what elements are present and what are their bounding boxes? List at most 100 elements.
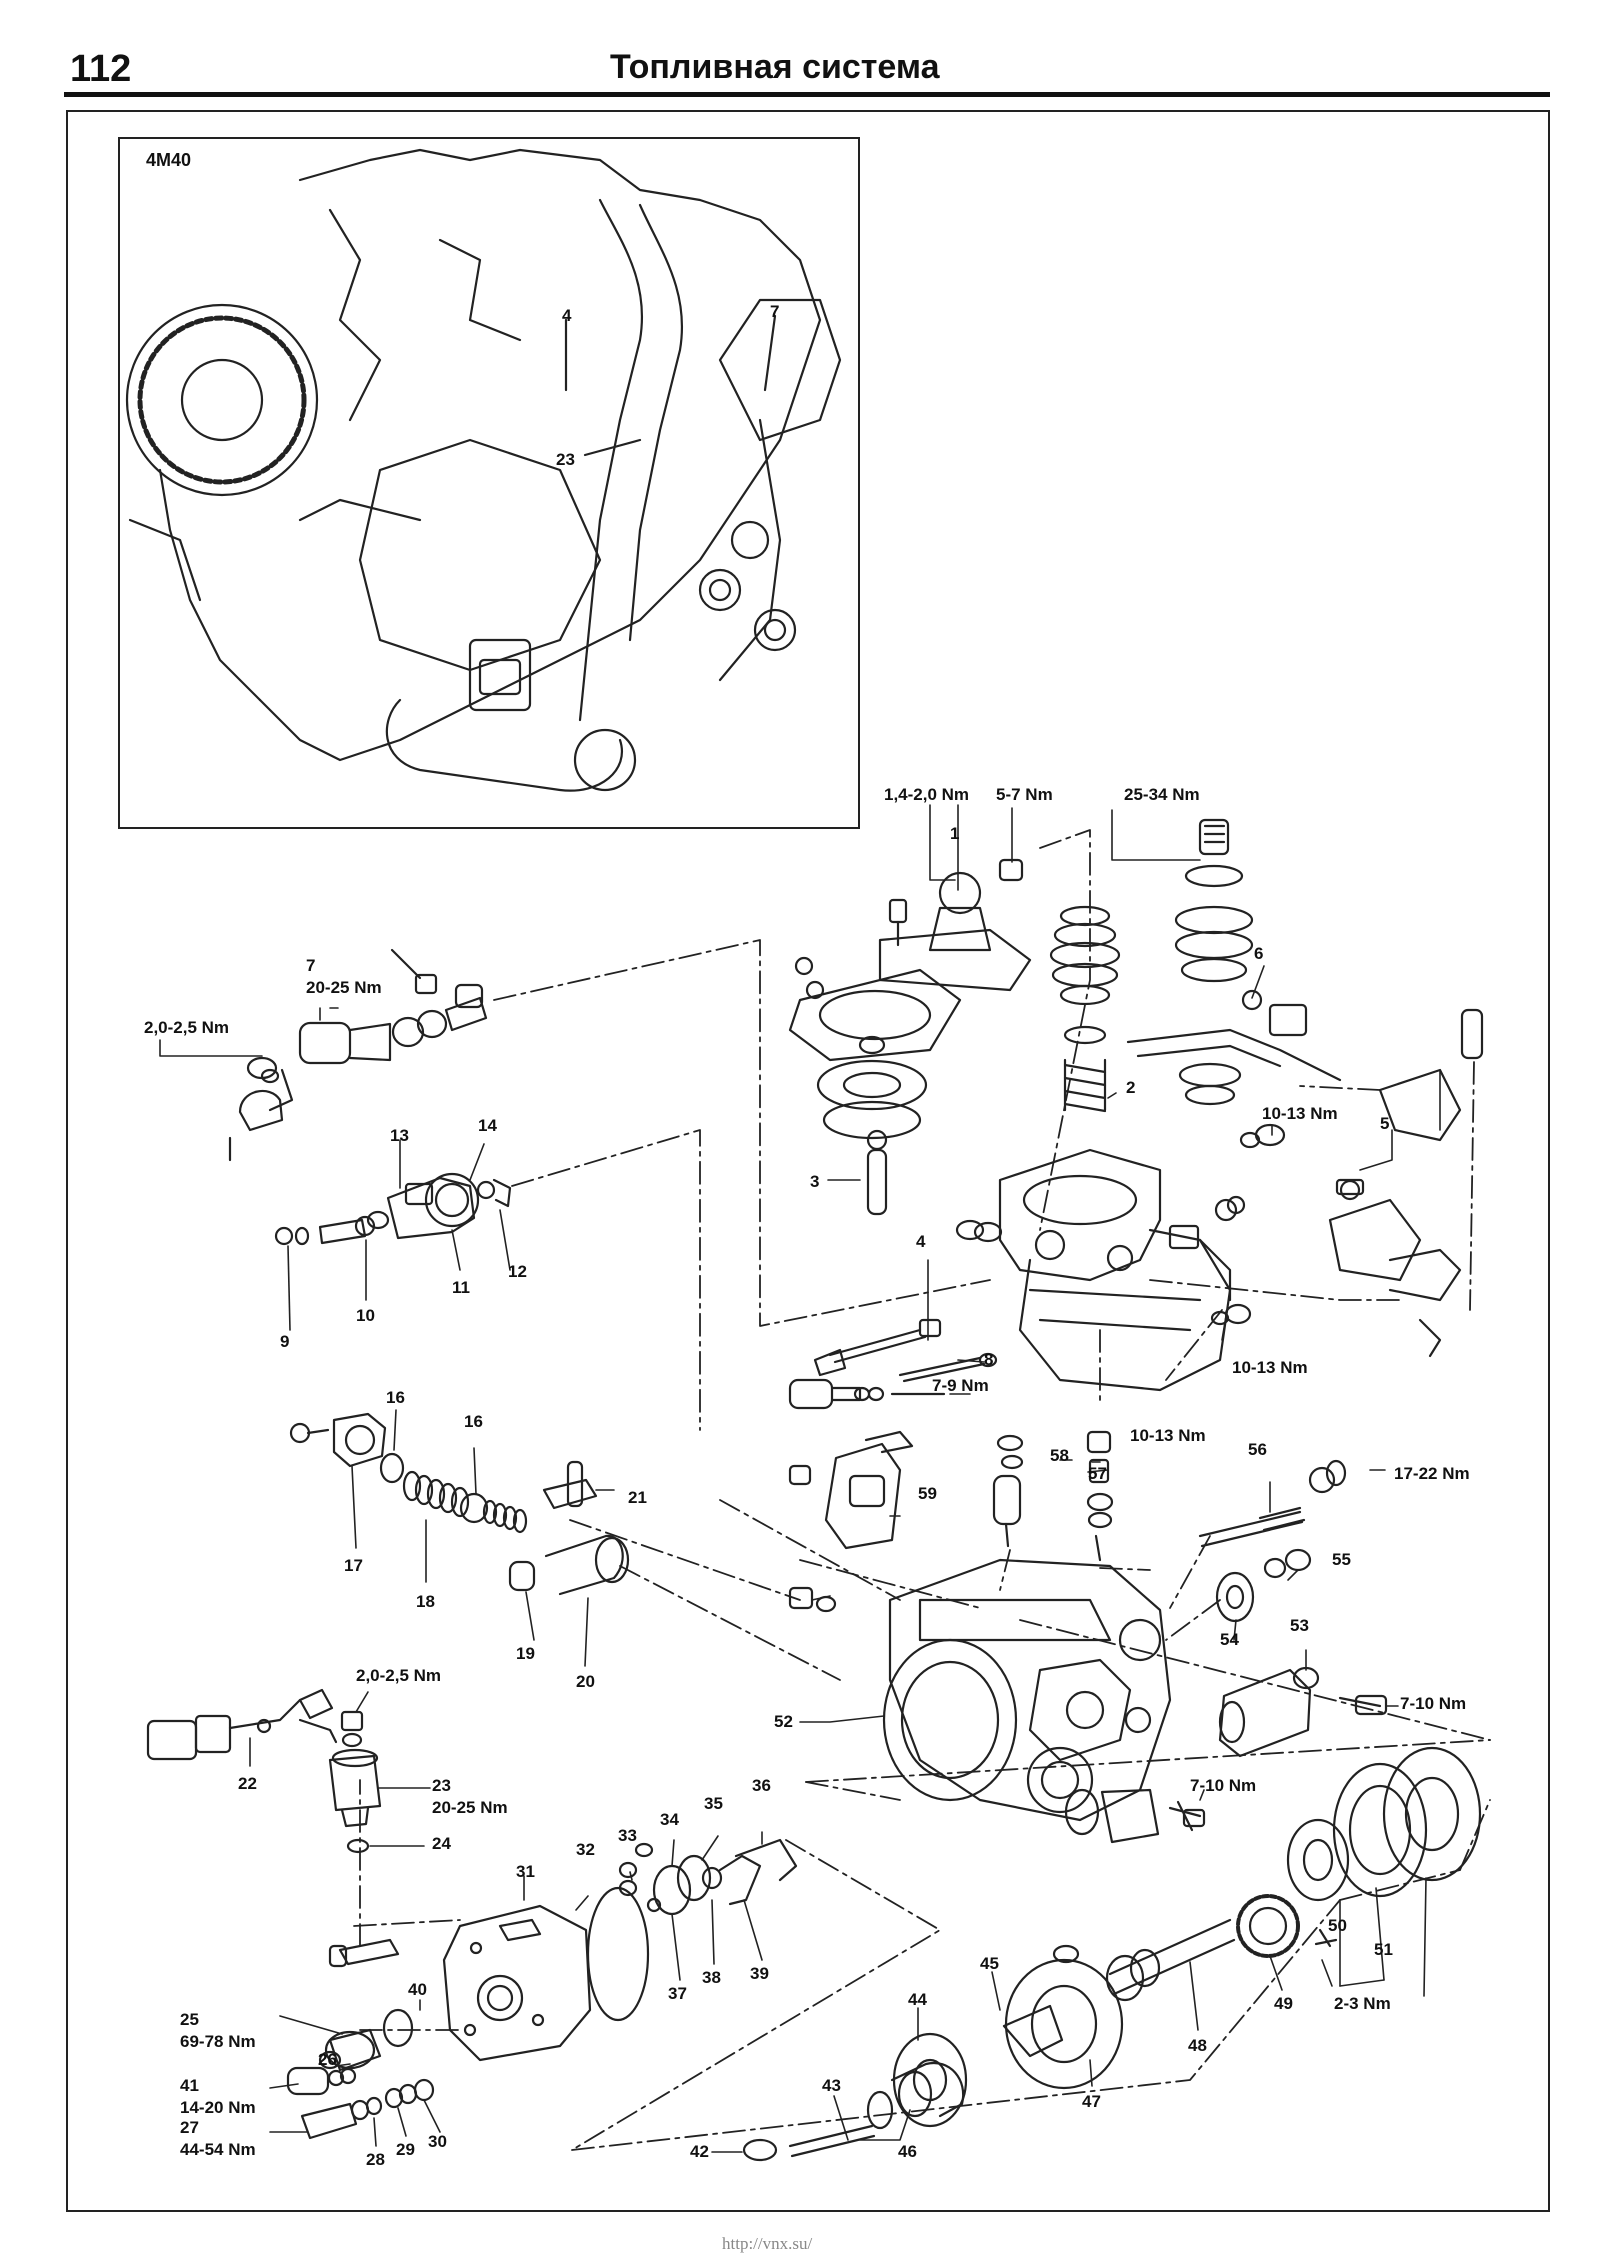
diagram-frame (66, 110, 1550, 2212)
part-number: 59 (918, 1484, 937, 1503)
part-number: 55 (1332, 1550, 1351, 1569)
part-number: 22 (238, 1774, 257, 1793)
part-number: 5 (1380, 1114, 1390, 1133)
part-number: 21 (628, 1488, 647, 1507)
part-number: 26 (318, 2050, 337, 2069)
part-number: 18 (416, 1592, 435, 1611)
part-number: 27 (180, 2118, 199, 2137)
part-number: 2 (1126, 1078, 1136, 1097)
part-number: 35 (704, 1794, 723, 1813)
torque-label: 2,0-2,5 Nm (144, 1018, 230, 1037)
engine-inset-frame (118, 137, 860, 829)
timer-piston-group (289, 1412, 630, 1596)
part-number: 29 (396, 2140, 415, 2159)
part-number: 44 (908, 1990, 927, 2009)
torque-label: 44-54 Nm (180, 2140, 256, 2159)
part-number: 50 (1328, 1916, 1347, 1935)
torque-label: 69-78 Nm (180, 2032, 256, 2051)
part-number: 40 (408, 1980, 427, 1999)
part-number: 23 (432, 1776, 451, 1795)
part-number: 4 (916, 1232, 926, 1251)
footer-url: http://vnx.su/ (722, 2234, 813, 2253)
part-number: 38 (702, 1968, 721, 1987)
torque-label: 5-7 Nm (996, 785, 1053, 804)
part-number: 12 (508, 1262, 527, 1281)
part-number: 16 (464, 1412, 483, 1431)
part-number: 1 (950, 824, 960, 843)
part-number: 33 (618, 1826, 637, 1845)
torque-label: 17-22 Nm (1394, 1464, 1470, 1483)
part-number: 52 (774, 1712, 793, 1731)
pump-housing-top (955, 1148, 1246, 1392)
part-number: 25 (180, 2010, 199, 2029)
part-number: 49 (1274, 1994, 1293, 2013)
torque-label: 10-13 Nm (1262, 1104, 1338, 1123)
part-number: 41 (180, 2076, 199, 2095)
torque-label: 20-25 Nm (432, 1798, 508, 1817)
governor-group (788, 818, 1484, 1358)
part-number: 57 (1088, 1464, 1107, 1483)
engine-illustration (125, 148, 842, 792)
part-number: 30 (428, 2132, 447, 2151)
torque-label: 1,4-2,0 Nm (884, 785, 970, 804)
part-number: 7 (306, 956, 316, 975)
part-number: 9 (280, 1332, 290, 1351)
part-number: 28 (366, 2150, 385, 2169)
part-number: 39 (750, 1964, 769, 1983)
part-number: 23 (556, 450, 575, 469)
part-number: 43 (822, 2076, 841, 2095)
leader-lines (159, 804, 1441, 2153)
part-number: 7 (770, 302, 780, 321)
part-number: 45 (980, 1954, 999, 1973)
fuel-cut-solenoid (228, 948, 488, 1162)
screw-parts (788, 1318, 998, 1410)
part-number: 34 (660, 1810, 679, 1829)
part-number: 32 (576, 1840, 595, 1859)
part-number: 24 (432, 1834, 451, 1853)
part-number: 54 (1220, 1630, 1239, 1649)
torque-label: 2,0-2,5 Nm (356, 1666, 442, 1685)
part-number: 4 (562, 306, 572, 325)
torque-label: 7-10 Nm (1190, 1776, 1257, 1795)
part-number: 13 (390, 1126, 409, 1145)
page-title: Топливная система (610, 48, 940, 86)
part-number: 51 (1374, 1940, 1393, 1959)
part-number: 47 (1082, 2092, 1101, 2111)
sensor-connector-group (146, 1688, 382, 1854)
part-number: 19 (516, 1644, 535, 1663)
part-number: 14 (478, 1116, 497, 1135)
part-number: 6 (1254, 944, 1264, 963)
timer-plunger-group (274, 1172, 512, 1246)
part-number: 53 (1290, 1616, 1309, 1635)
part-number: 10 (356, 1306, 375, 1325)
part-number: 11 (452, 1278, 470, 1297)
part-number: 42 (690, 2142, 709, 2161)
part-number: 36 (752, 1776, 771, 1795)
part-number: 17 (344, 1556, 363, 1575)
drive-shaft-group (742, 1746, 1482, 2162)
torque-label: 25-34 Nm (1124, 785, 1200, 804)
torque-label: 14-20 Nm (180, 2098, 256, 2117)
part-number: 16 (386, 1388, 405, 1407)
assembly-lines (353, 829, 1491, 2151)
torque-label: 10-13 Nm (1130, 1426, 1206, 1445)
torque-label: 10-13 Nm (1232, 1358, 1308, 1377)
torque-label: 20-25 Nm (306, 978, 382, 997)
delivery-valve-group (286, 2008, 435, 2140)
part-number: 8 (984, 1350, 994, 1369)
engine-code-label: 4M40 (146, 150, 192, 170)
header-rule (64, 92, 1550, 97)
part-number: 58 (1050, 1446, 1069, 1465)
torque-label: 7-10 Nm (1400, 1694, 1467, 1713)
part-number: 31 (516, 1862, 535, 1881)
part-number: 46 (898, 2142, 917, 2161)
torque-label: 7-9 Nm (932, 1376, 989, 1395)
torque-label: 2-3 Nm (1334, 1994, 1391, 2013)
part-number: 20 (576, 1672, 595, 1691)
page-number: 112 (70, 48, 132, 90)
part-number: 37 (668, 1984, 687, 2003)
part-number: 48 (1188, 2036, 1207, 2055)
distributor-head-group (328, 1838, 798, 2062)
